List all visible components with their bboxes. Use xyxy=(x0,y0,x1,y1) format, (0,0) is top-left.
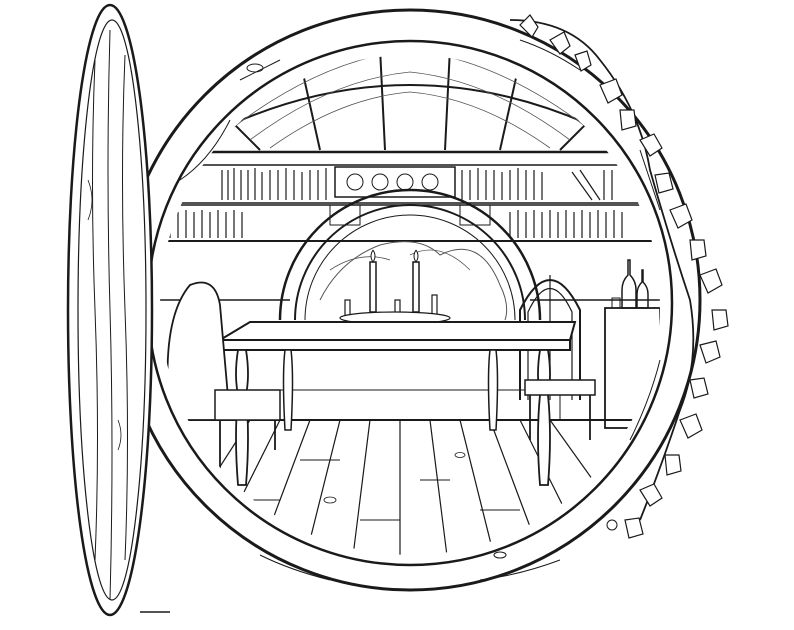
round-door xyxy=(66,3,154,617)
ivy-vine xyxy=(509,14,729,539)
interior xyxy=(160,55,660,555)
chairs xyxy=(166,281,596,480)
bookshelves xyxy=(160,164,660,242)
semicircle-window xyxy=(278,188,542,321)
